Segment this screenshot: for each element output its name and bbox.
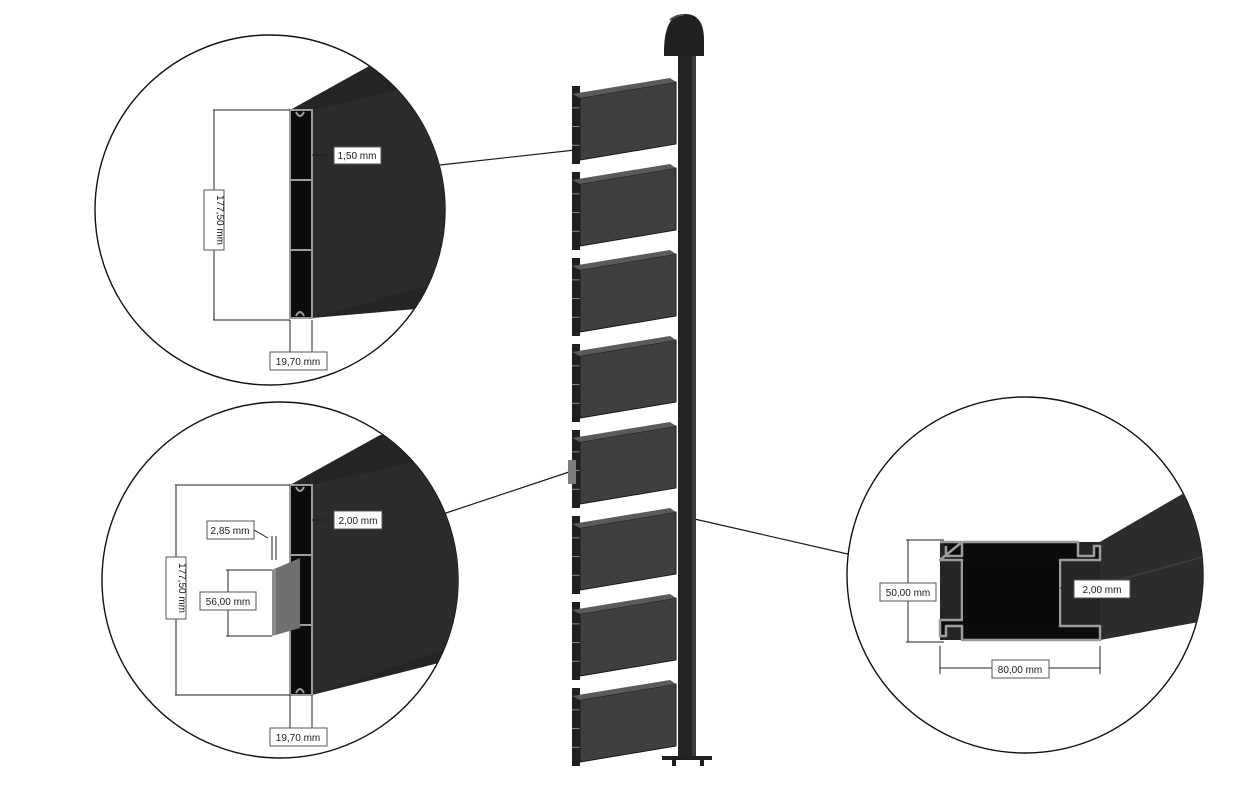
fence-slat bbox=[572, 508, 677, 594]
slat-connector bbox=[568, 460, 576, 484]
fence-slat bbox=[572, 250, 677, 336]
mid-wall-label: 2,00 mm bbox=[339, 516, 378, 527]
mid-width-label: 19,70 mm bbox=[276, 733, 320, 744]
post-base-icon bbox=[662, 756, 712, 766]
slat-stack bbox=[572, 78, 677, 766]
mid-offset-box bbox=[206, 520, 255, 540]
callout-top-slat: 177,50 mm 1,50 mm 19,70 mm bbox=[94, 34, 446, 386]
leader-middle bbox=[439, 469, 576, 516]
top-height-label: 177,50 mm bbox=[214, 195, 225, 245]
top-width-box bbox=[269, 351, 328, 371]
fence-slat bbox=[572, 422, 677, 508]
top-wall-label: 1,50 mm bbox=[338, 151, 377, 162]
fence-post bbox=[678, 48, 696, 758]
mid-offset-label: 2,85 mm bbox=[211, 526, 250, 537]
fence-slat bbox=[572, 336, 677, 422]
mid-height-label: 177,50 mm bbox=[176, 563, 187, 613]
fence-slat bbox=[572, 680, 677, 766]
post-width-box bbox=[991, 659, 1050, 679]
fence-slat bbox=[572, 78, 677, 164]
insert-plate bbox=[272, 558, 300, 636]
callout-post-profile: 50,00 mm 2,00 mm 80,00 mm bbox=[846, 396, 1204, 754]
callout-middle-slat: 177,50 mm 2,00 mm 2,85 mm 56,00 mm 19,70… bbox=[101, 401, 459, 759]
mid-height-box bbox=[165, 556, 187, 620]
post-height-label: 50,00 mm bbox=[886, 588, 930, 599]
post-wall-label: 2,00 mm bbox=[1083, 585, 1122, 596]
post-cap-icon bbox=[664, 14, 704, 56]
post-height-box bbox=[879, 582, 937, 602]
fence-assembly bbox=[568, 14, 712, 766]
fence-slat bbox=[572, 164, 677, 250]
leader-top bbox=[439, 149, 576, 166]
fence-slat bbox=[572, 594, 677, 680]
top-wall-box bbox=[333, 146, 382, 165]
leader-right bbox=[689, 517, 853, 556]
mid-wall-box bbox=[333, 510, 383, 530]
post-wall-box bbox=[1073, 579, 1131, 599]
mid-insert-box bbox=[199, 591, 257, 611]
mid-insert-label: 56,00 mm bbox=[206, 597, 250, 608]
top-width-label: 19,70 mm bbox=[276, 357, 320, 368]
mid-width-box bbox=[269, 727, 328, 747]
top-height-box bbox=[203, 189, 225, 251]
post-width-label: 80,00 mm bbox=[998, 665, 1042, 676]
